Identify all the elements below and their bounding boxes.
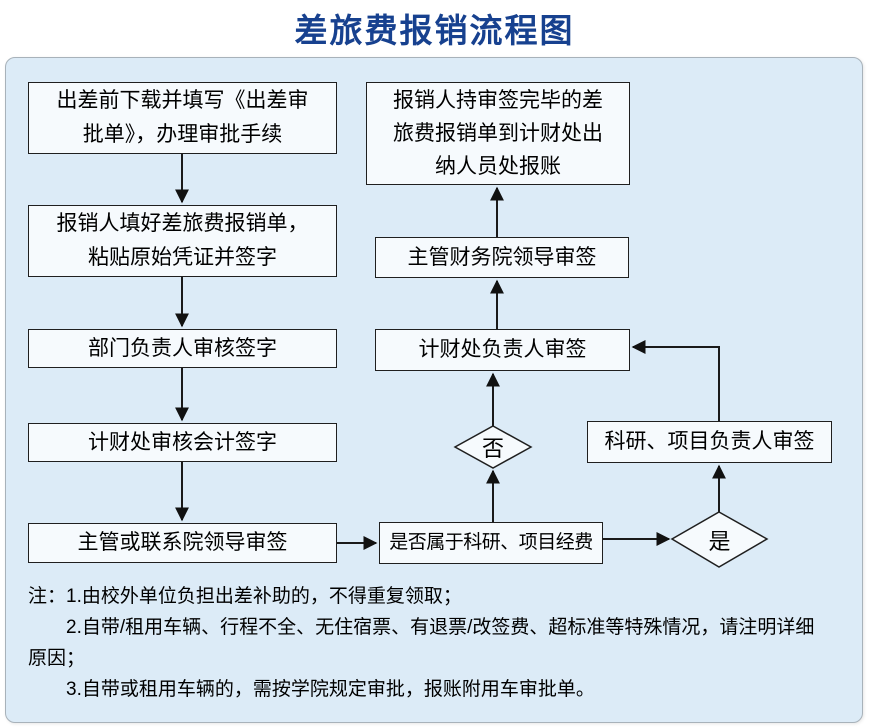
flow-step-department-head-sign: 部门负责人审核签字 xyxy=(28,329,337,368)
flow-step-research-project-lead-sign: 科研、项目负责人审签 xyxy=(587,421,832,463)
footnotes: 注：1.由校外单位负担出差补助的，不得重复领取； 2.自带/租用车辆、行程不全、… xyxy=(28,581,822,705)
page-title: 差旅费报销流程图 xyxy=(294,14,575,50)
footnote-1: 注：1.由校外单位负担出差补助的，不得重复领取； xyxy=(28,586,462,607)
footnote-2: 2.自带/租用车辆、行程不全、无住宿票、有退票/改签费、超标准等特殊情况，请注明… xyxy=(28,617,815,669)
flow-step-finance-accountant-sign: 计财处审核会计签字 xyxy=(28,423,337,462)
footnote-3: 3.自带或租用车辆的，需按学院规定审批，报账附用车审批单。 xyxy=(66,679,595,700)
flow-decision-research-funds-question: 是否属于科研、项目经费 xyxy=(379,522,603,564)
yes-diamond-label: 是 xyxy=(708,528,731,554)
flow-step-finance-head-sign: 计财处负责人审签 xyxy=(375,329,630,371)
flow-step-final-cashier-reimburse: 报销人持审签完毕的差 旅费报销单到计财处出 纳人员处报账 xyxy=(366,82,630,185)
flow-step-fill-reimbursement-form: 报销人填好差旅费报销单， 粘贴原始凭证并签字 xyxy=(28,205,337,277)
flow-step-download-approval-form: 出差前下载并填写《出差审 批单》，办理审批手续 xyxy=(28,82,337,154)
flow-step-supervising-dean-sign: 主管或联系院领导审签 xyxy=(28,523,337,563)
flow-step-finance-leader-sign: 主管财务院领导审签 xyxy=(375,237,629,278)
no-diamond-label: 否 xyxy=(481,436,504,461)
